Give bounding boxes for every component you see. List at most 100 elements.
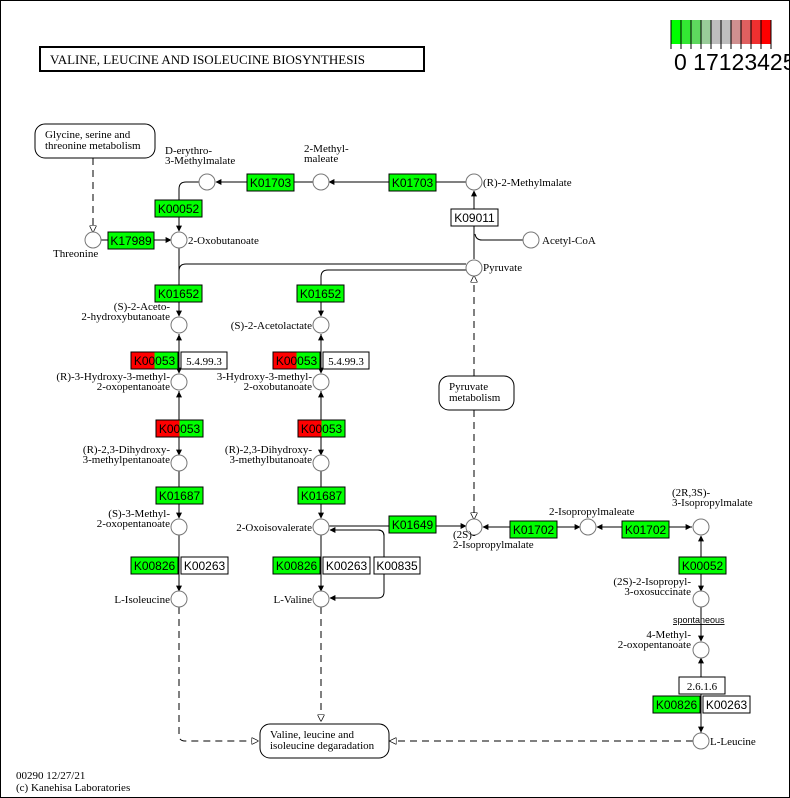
- compound-label: 3-methylbutanoate: [230, 454, 313, 466]
- compound-acetohydroxy[interactable]: (S)-2-Aceto-2-hydroxybutanoate: [81, 301, 188, 334]
- compound-oxobutanoate[interactable]: 2-Oxobutanoate: [170, 231, 259, 249]
- compound-node[interactable]: [692, 732, 710, 750]
- compound-node[interactable]: [198, 173, 216, 191]
- gene-box-2-6-1-6[interactable]: 2.6.1.6: [678, 676, 726, 695]
- gene-label: K01702: [625, 523, 667, 537]
- gene-box-K00263[interactable]: K00263: [322, 556, 371, 575]
- compound-node[interactable]: [465, 518, 483, 536]
- gene-box-K00053[interactable]: K00053: [155, 419, 204, 438]
- compound-isopropylmaleate[interactable]: 2-Isopropylmaleate: [549, 506, 635, 536]
- gene-box-K09011[interactable]: K09011: [450, 208, 499, 227]
- compound-node[interactable]: [170, 590, 188, 608]
- compound-isopropylmalate2r[interactable]: (2R,3S)-3-Isopropylmalate: [672, 487, 753, 536]
- compound-oxoisovalerate[interactable]: 2-Oxoisovalerate: [236, 518, 330, 536]
- compound-label: (2R,3S)-: [672, 487, 711, 499]
- compound-node[interactable]: [522, 231, 540, 249]
- edge-pyruvate-left: [178, 263, 466, 272]
- gene-label: K01649: [392, 518, 434, 532]
- compound-node[interactable]: [170, 231, 188, 249]
- compound-valine[interactable]: L-Valine: [274, 590, 330, 608]
- compound-node[interactable]: [84, 231, 102, 249]
- compound-node[interactable]: [312, 454, 330, 472]
- compound-node[interactable]: [692, 518, 710, 536]
- compound-dihydroxypent[interactable]: (R)-2,3-Dihydroxy-3-methylpentanoate: [83, 444, 188, 472]
- compound-methyloxopent[interactable]: (S)-3-Methyl-2-oxopentanoate: [97, 508, 188, 536]
- gene-box-K00053[interactable]: K00053: [130, 351, 179, 370]
- compound-node[interactable]: [312, 316, 330, 334]
- compound-node[interactable]: [312, 173, 330, 191]
- compound-isopropyloxosucc[interactable]: (2S)-2-Isopropyl-3-oxosuccinate: [613, 576, 710, 608]
- compound-hydroxymethylbut[interactable]: 3-Hydroxy-3-methyl-2-oxobutanoate: [217, 371, 330, 393]
- edge-pyruvate-acetolactate: [318, 269, 466, 317]
- gene-label: K01702: [513, 523, 555, 537]
- compound-node[interactable]: [465, 259, 483, 277]
- compound-derythro[interactable]: D-erythro-3-Methylmalate: [165, 145, 235, 191]
- compound-node[interactable]: [692, 590, 710, 608]
- compound-isoleucine[interactable]: L-Isoleucine: [114, 590, 188, 608]
- compound-label: 2-Isopropylmaleate: [549, 506, 635, 518]
- compound-node[interactable]: [465, 173, 483, 191]
- compound-node[interactable]: [312, 590, 330, 608]
- gene-box-K00053[interactable]: K00053: [297, 419, 346, 438]
- legend-swatch: [721, 20, 731, 44]
- gene-box-K01652[interactable]: K01652: [154, 284, 203, 303]
- compound-threonine[interactable]: Threonine: [53, 231, 102, 260]
- gene-box-K00826[interactable]: K00826: [652, 695, 701, 714]
- compound-node[interactable]: [579, 518, 597, 536]
- compound-acetolactate[interactable]: (S)-2-Acetolactate: [231, 316, 330, 334]
- compound-methyloxopent4[interactable]: 4-Methyl-2-oxopentanoate: [618, 629, 710, 659]
- gene-box-K01702[interactable]: K01702: [621, 520, 670, 539]
- gene-box-K01687[interactable]: K01687: [155, 486, 204, 505]
- gene-box-K00826[interactable]: K00826: [272, 556, 321, 575]
- legend-swatch: [711, 20, 721, 44]
- gene-box-K00053[interactable]: K00053: [272, 351, 321, 370]
- compound-rmethylmalate[interactable]: (R)-2-Methylmalate: [465, 173, 572, 191]
- compound-node[interactable]: [170, 373, 188, 391]
- gene-label: K00053: [276, 354, 318, 368]
- map-label: threonine metabolism: [45, 140, 141, 152]
- compound-node[interactable]: [312, 518, 330, 536]
- color-legend: [670, 20, 772, 49]
- compound-node[interactable]: [170, 454, 188, 472]
- gene-box-K17989[interactable]: K17989: [107, 231, 155, 250]
- gene-box-K01687[interactable]: K01687: [297, 486, 346, 505]
- gene-box-K00052[interactable]: K00052: [154, 199, 203, 218]
- compound-hydroxymethylpent[interactable]: (R)-3-Hydroxy-3-methyl-2-oxopentanoate: [56, 371, 188, 393]
- gene-label: K00052: [158, 202, 200, 216]
- gene-box-K01649[interactable]: K01649: [388, 515, 437, 534]
- edge-k00835-back: [329, 527, 385, 537]
- compound-node[interactable]: [692, 641, 710, 659]
- gene-box-K00263[interactable]: K00263: [180, 556, 229, 575]
- gene-box-5-4-99-3[interactable]: 5.4.99.3: [322, 351, 370, 370]
- compound-isopropylmalate2s[interactable]: (2S)-2-Isopropylmalate: [453, 518, 534, 551]
- gene-box-K01702[interactable]: K01702: [509, 520, 558, 539]
- compound-methylmaleate[interactable]: 2-Methyl-maleate: [304, 143, 349, 191]
- gene-box-5-4-99-3[interactable]: 5.4.99.3: [180, 351, 228, 370]
- gene-box-K00835[interactable]: K00835: [373, 556, 421, 575]
- edge-isoleucine-degradation: [178, 607, 258, 741]
- gene-box-K01703[interactable]: K01703: [246, 173, 295, 192]
- map-label: Valine, leucine and: [270, 729, 354, 741]
- compound-label: L-Leucine: [710, 736, 756, 748]
- gene-label: K00052: [682, 559, 724, 573]
- compound-label: (R)-2,3-Dihydroxy-: [83, 444, 170, 456]
- gene-box-K00826[interactable]: K00826: [130, 556, 179, 575]
- gene-box-K00052[interactable]: K00052: [678, 556, 727, 575]
- legend-swatch: [671, 20, 681, 44]
- compound-leucine[interactable]: L-Leucine: [692, 732, 756, 750]
- compound-label: (R)-3-Hydroxy-3-methyl-: [56, 371, 170, 383]
- gene-box-K00263[interactable]: K00263: [702, 695, 751, 714]
- gene-label: K01652: [300, 287, 342, 301]
- compound-acetylcoa[interactable]: Acetyl-CoA: [522, 231, 596, 249]
- compound-node[interactable]: [170, 518, 188, 536]
- compound-node[interactable]: [312, 373, 330, 391]
- compound-node[interactable]: [170, 316, 188, 334]
- compound-pyruvate[interactable]: Pyruvate: [465, 259, 522, 277]
- compound-dihydroxybut[interactable]: (R)-2,3-Dihydroxy-3-methylbutanoate: [225, 444, 330, 472]
- gene-box-K01703[interactable]: K01703: [388, 173, 437, 192]
- gene-box-K01652[interactable]: K01652: [296, 284, 345, 303]
